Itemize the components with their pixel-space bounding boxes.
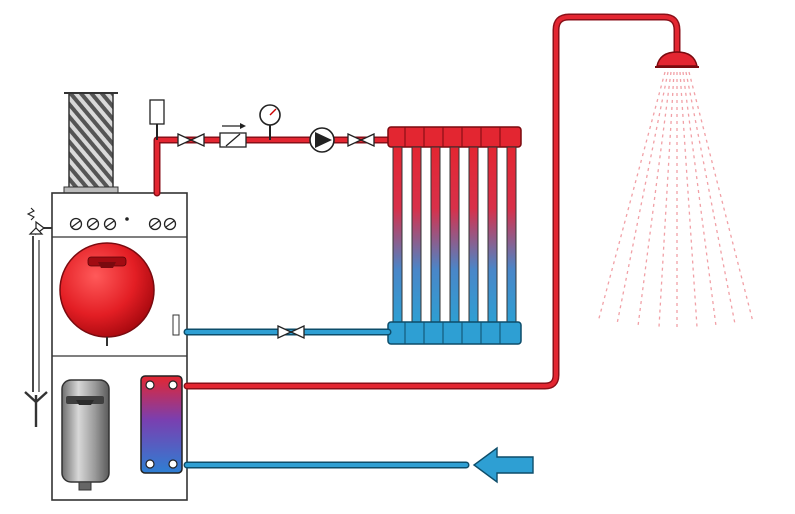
flue-chimney	[63, 92, 119, 194]
plate-heat-exchanger	[140, 375, 183, 474]
shower-spray	[597, 71, 754, 328]
return-pipe	[183, 324, 392, 340]
pressure-gauge	[259, 104, 281, 140]
safety-valve	[24, 207, 52, 427]
expansion-vessel	[59, 242, 155, 346]
isolation-valve	[177, 132, 205, 148]
hot-water-pipe	[183, 13, 681, 390]
check-valve	[219, 123, 247, 148]
radiator	[387, 126, 522, 345]
circulation-pump	[309, 127, 335, 153]
cold-water-inlet-arrow	[472, 446, 534, 484]
dhw-cylinder	[61, 379, 110, 491]
radiator-valve	[347, 132, 375, 148]
shower-head	[655, 51, 699, 68]
control-knobs	[69, 217, 177, 231]
